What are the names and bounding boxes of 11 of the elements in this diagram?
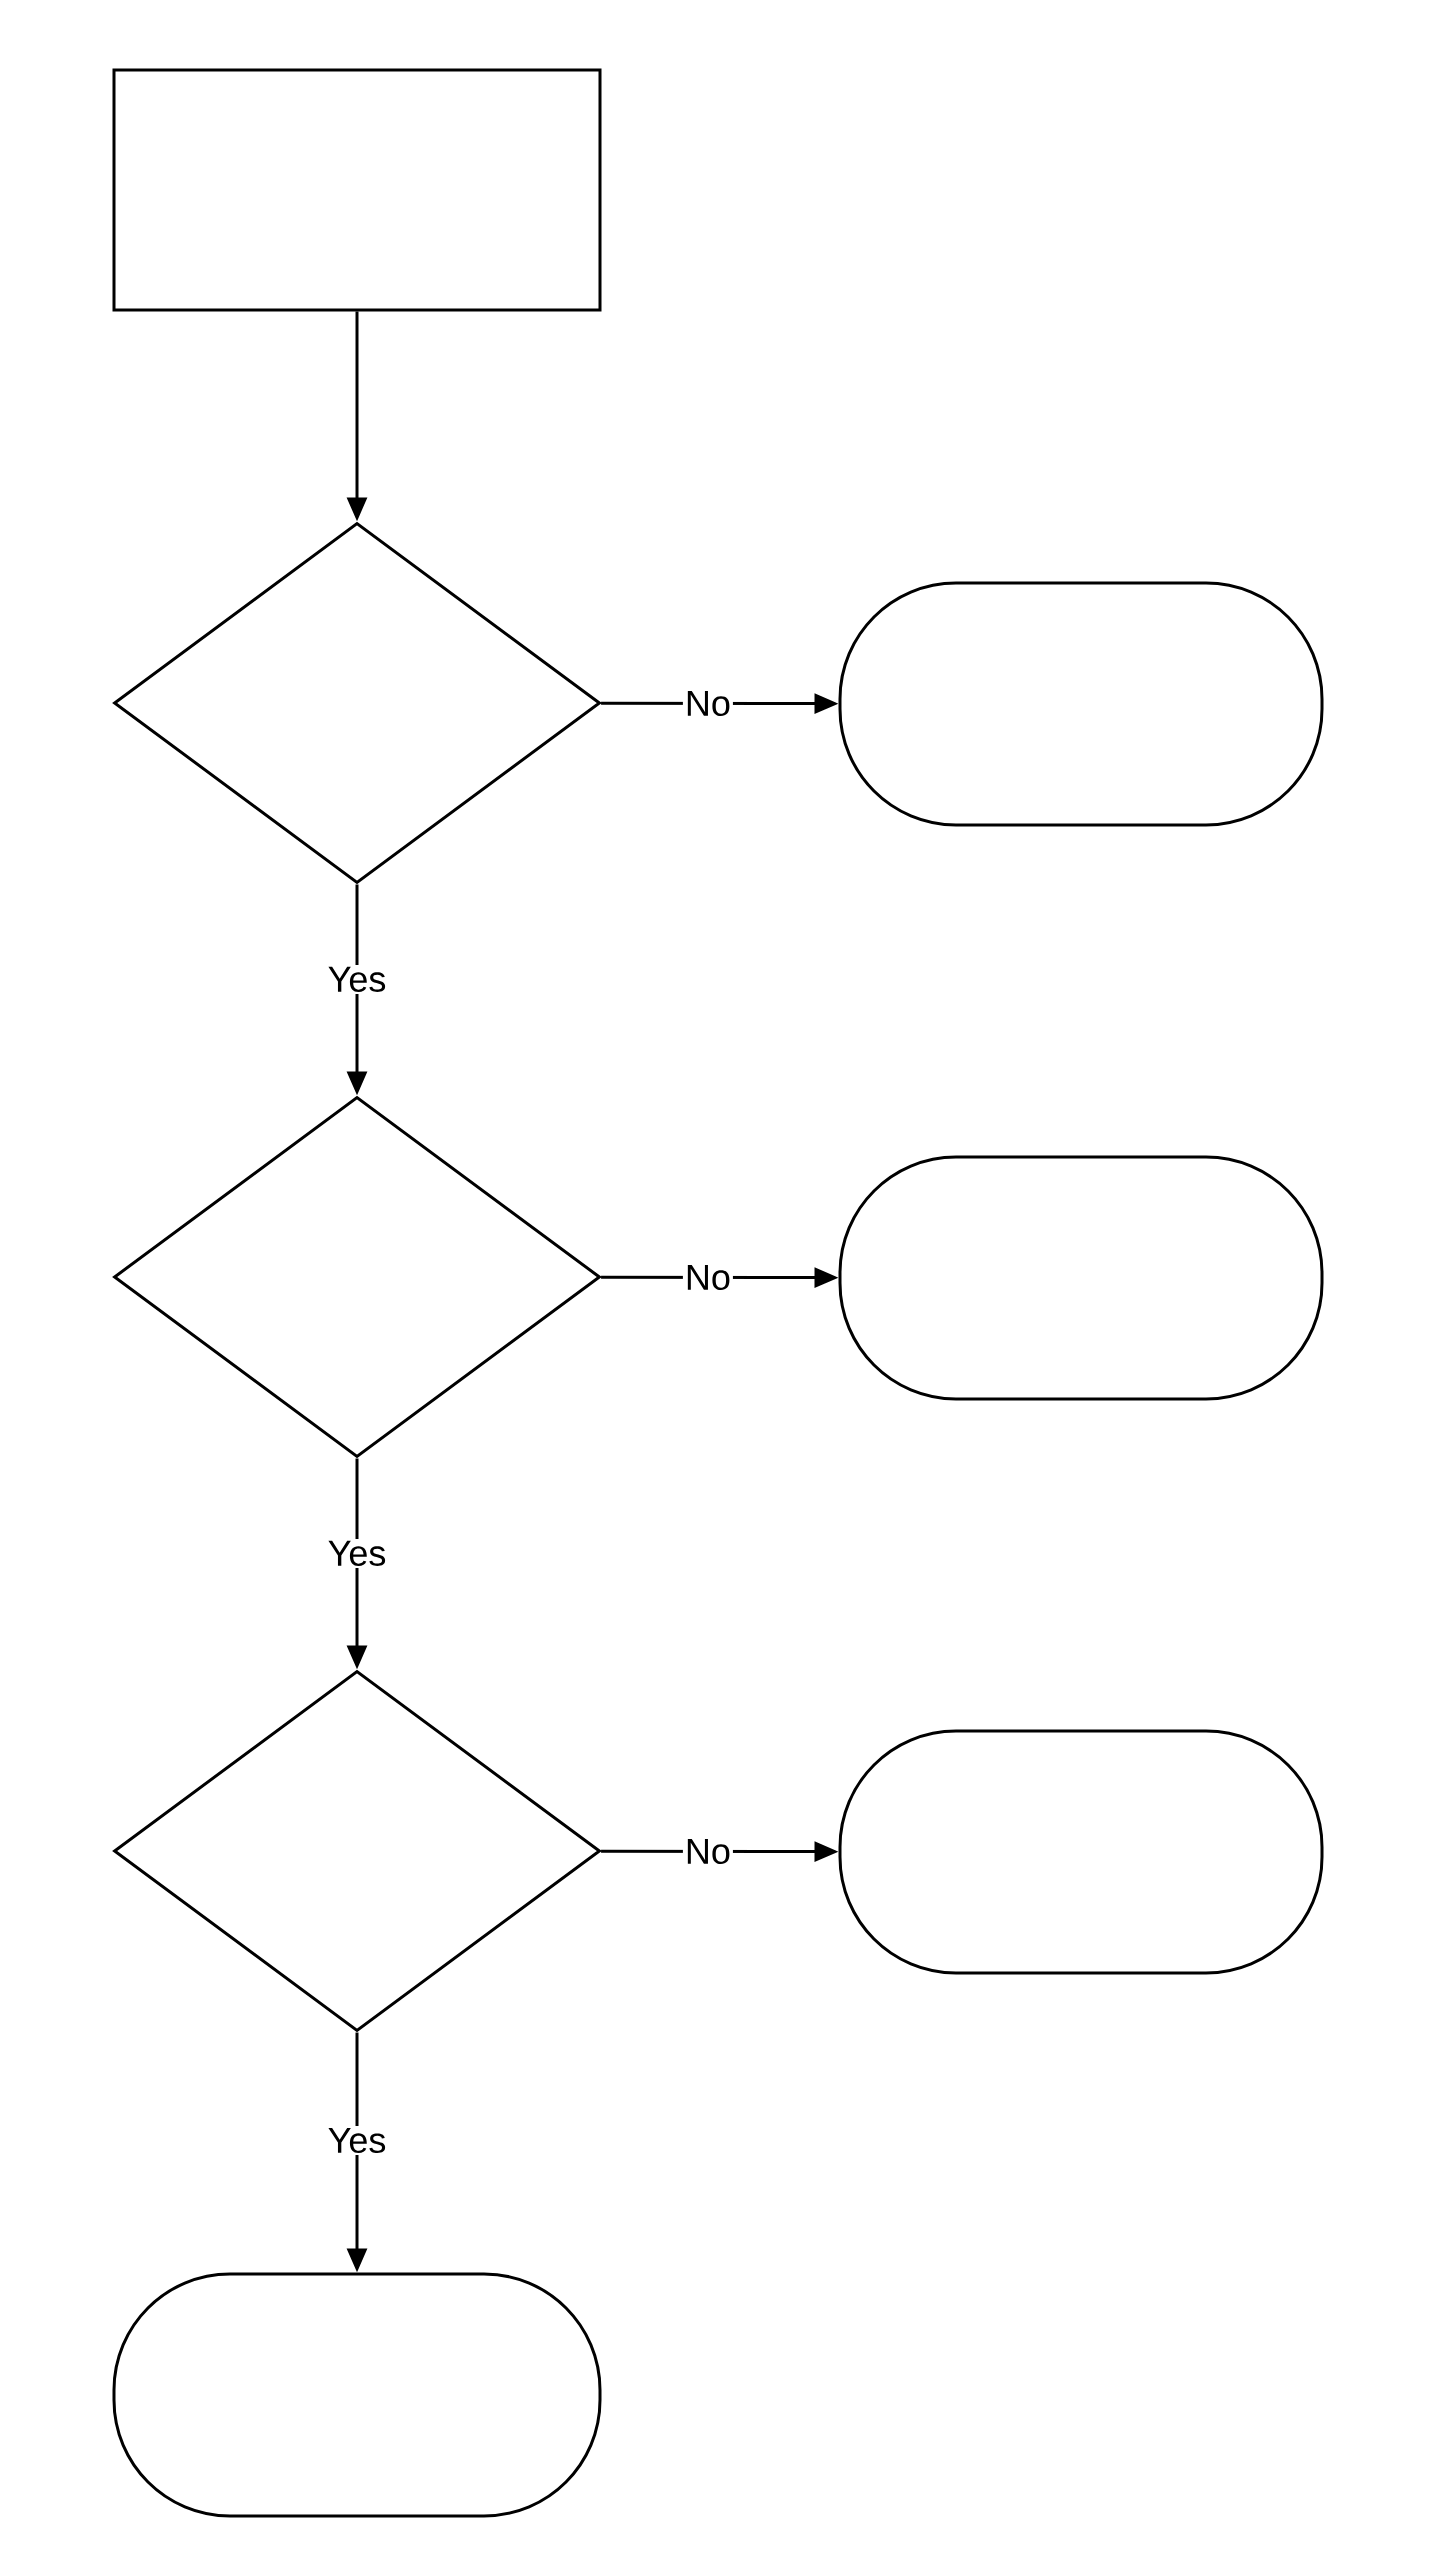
terminal-box xyxy=(838,1729,1324,1975)
edge-label: Yes xyxy=(325,1538,389,1568)
terminal-box xyxy=(112,2272,602,2518)
edge-label: No xyxy=(682,1836,733,1867)
terminal-box xyxy=(838,581,1324,827)
terminal-box xyxy=(838,1155,1324,1401)
edge-label: Yes xyxy=(325,964,389,994)
edge-label: No xyxy=(682,688,733,719)
process-box xyxy=(112,68,602,312)
edge-label: Yes xyxy=(325,2125,389,2156)
edge-label: No xyxy=(682,1262,733,1293)
